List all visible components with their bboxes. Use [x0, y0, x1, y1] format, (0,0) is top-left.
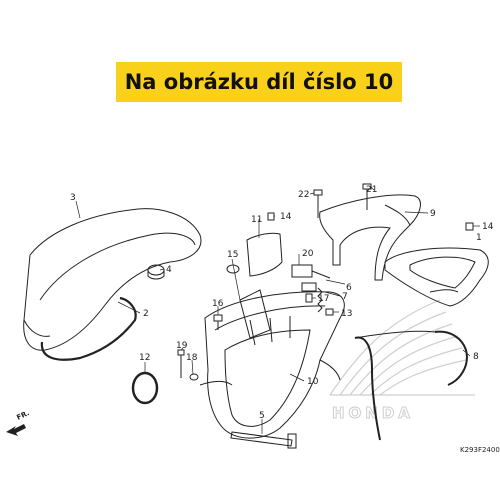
title-banner: Na obrázku díl číslo 10 — [116, 62, 402, 102]
honda-wing-watermark — [329, 299, 475, 396]
callout-2: 2 — [143, 309, 149, 319]
callout-14-b: 14 — [482, 222, 494, 232]
callout-4: 4 — [166, 265, 172, 275]
callout-3: 3 — [70, 193, 76, 203]
callout-8: 8 — [473, 352, 479, 362]
bolt-part-13 — [325, 308, 334, 316]
luggage-box-part-10 — [199, 291, 345, 439]
grommet-icon — [226, 264, 240, 274]
callout-12: 12 — [139, 353, 150, 363]
callout-17: 17 — [318, 294, 329, 304]
leader-lines — [75, 186, 480, 434]
callout-21: 21 — [366, 185, 377, 195]
ring-part-12 — [131, 371, 159, 405]
callout-20: 20 — [302, 249, 314, 259]
seat-bracket-part-2 — [40, 296, 137, 361]
callout-5: 5 — [259, 411, 265, 421]
callout-6: 6 — [346, 283, 352, 293]
lid-part-11 — [246, 232, 283, 277]
bolt-part-14-b — [465, 222, 474, 231]
partition-part-15 — [239, 289, 271, 339]
cable-part-8 — [354, 330, 468, 441]
callout-15: 15 — [227, 250, 238, 260]
callout-10: 10 — [307, 377, 319, 387]
callout-7: 7 — [342, 292, 348, 302]
cable-link — [354, 330, 436, 339]
callout-13: 13 — [341, 309, 352, 319]
callout-18: 18 — [186, 353, 198, 363]
bolt-part-22 — [313, 189, 323, 218]
callout-1: 1 — [476, 233, 482, 243]
callout-22: 22 — [298, 190, 309, 200]
banner-text: Na obrázku díl číslo 10 — [124, 70, 394, 94]
callout-11: 11 — [251, 215, 262, 225]
bolt-part-19 — [177, 349, 185, 378]
callout-9: 9 — [430, 209, 436, 219]
cushion-part-4 — [147, 264, 165, 280]
callout-19: 19 — [176, 341, 188, 351]
front-direction-label: FR. — [15, 409, 30, 422]
bolt-part-21 — [362, 183, 372, 210]
clip-part-18 — [189, 373, 199, 381]
bolt-part-14-a — [267, 212, 275, 221]
bolt-part-16 — [213, 314, 223, 330]
callout-16: 16 — [212, 299, 224, 309]
diagram-code: K293F2400 — [460, 446, 500, 454]
seat-part-3 — [23, 208, 202, 351]
bolt-part-17 — [305, 293, 313, 303]
lock-assembly-part-20 — [291, 264, 331, 292]
honda-watermark-text: HONDA — [332, 404, 414, 422]
rear-cover-part-1 — [384, 247, 489, 307]
front-direction-arrow-icon — [6, 424, 26, 436]
bolt-part-5 — [230, 431, 297, 449]
spring-part-7 — [317, 287, 323, 313]
rear-grip-part-9 — [319, 194, 421, 281]
callout-14-a: 14 — [280, 212, 292, 222]
